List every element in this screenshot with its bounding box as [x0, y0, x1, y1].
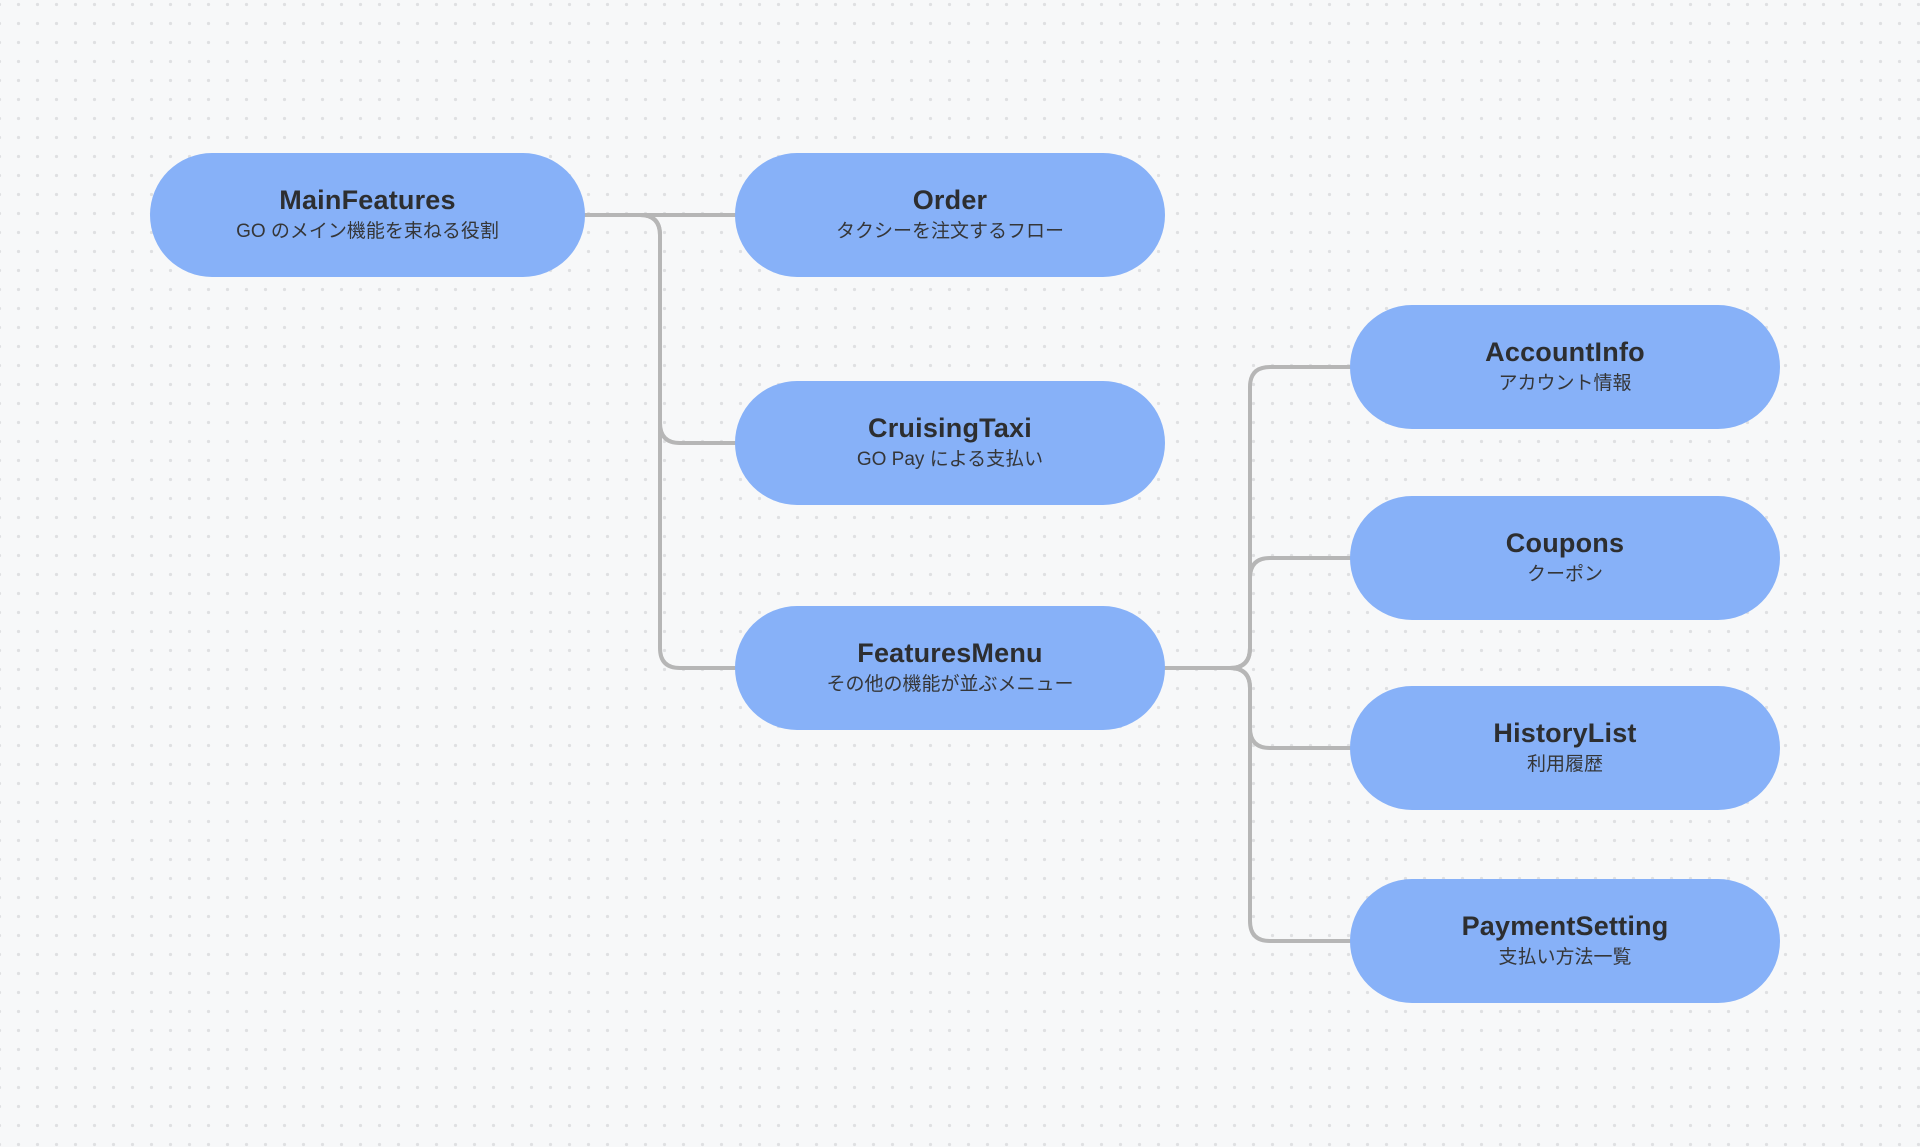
node-accountinfo[interactable]: AccountInfo アカウント情報	[1350, 305, 1780, 429]
node-title: CruisingTaxi	[868, 413, 1032, 444]
node-title: Coupons	[1505, 528, 1625, 559]
node-cruisingtaxi[interactable]: CruisingTaxi GO Pay による支払い	[735, 381, 1165, 505]
connector-featuresmenu-historylist	[1163, 666, 1352, 750]
node-coupons[interactable]: Coupons クーポン	[1350, 496, 1780, 620]
node-title: HistoryList	[1493, 718, 1637, 749]
connector-featuresmenu-accountinfo	[1163, 365, 1352, 670]
node-subtitle: アカウント情報	[1498, 373, 1632, 395]
connector-mainfeatures-featuresmenu	[638, 213, 737, 670]
connector-featuresmenu-paymentsetting	[1163, 666, 1352, 943]
node-featuresmenu[interactable]: FeaturesMenu その他の機能が並ぶメニュー	[735, 606, 1165, 730]
node-subtitle: GO Pay による支払い	[856, 449, 1044, 471]
node-title: Order	[912, 185, 988, 216]
node-historylist[interactable]: HistoryList 利用履歴	[1350, 686, 1780, 810]
node-subtitle: タクシーを注文するフロー	[835, 221, 1064, 243]
connector-mainfeatures-cruisingtaxi	[638, 213, 737, 445]
node-title: PaymentSetting	[1461, 911, 1669, 942]
node-paymentsetting[interactable]: PaymentSetting 支払い方法一覧	[1350, 879, 1780, 1003]
node-mainfeatures[interactable]: MainFeatures GO のメイン機能を束ねる役割	[150, 153, 585, 277]
node-order[interactable]: Order タクシーを注文するフロー	[735, 153, 1165, 277]
node-subtitle: 支払い方法一覧	[1498, 947, 1632, 969]
node-title: FeaturesMenu	[857, 638, 1043, 669]
connector-featuresmenu-coupons	[1163, 556, 1352, 670]
node-subtitle: クーポン	[1526, 564, 1603, 586]
node-title: AccountInfo	[1485, 337, 1645, 368]
node-subtitle: その他の機能が並ぶメニュー	[826, 674, 1074, 696]
node-subtitle: GO のメイン機能を束ねる役割	[236, 221, 499, 243]
node-subtitle: 利用履歴	[1526, 754, 1603, 776]
node-title: MainFeatures	[279, 185, 456, 216]
